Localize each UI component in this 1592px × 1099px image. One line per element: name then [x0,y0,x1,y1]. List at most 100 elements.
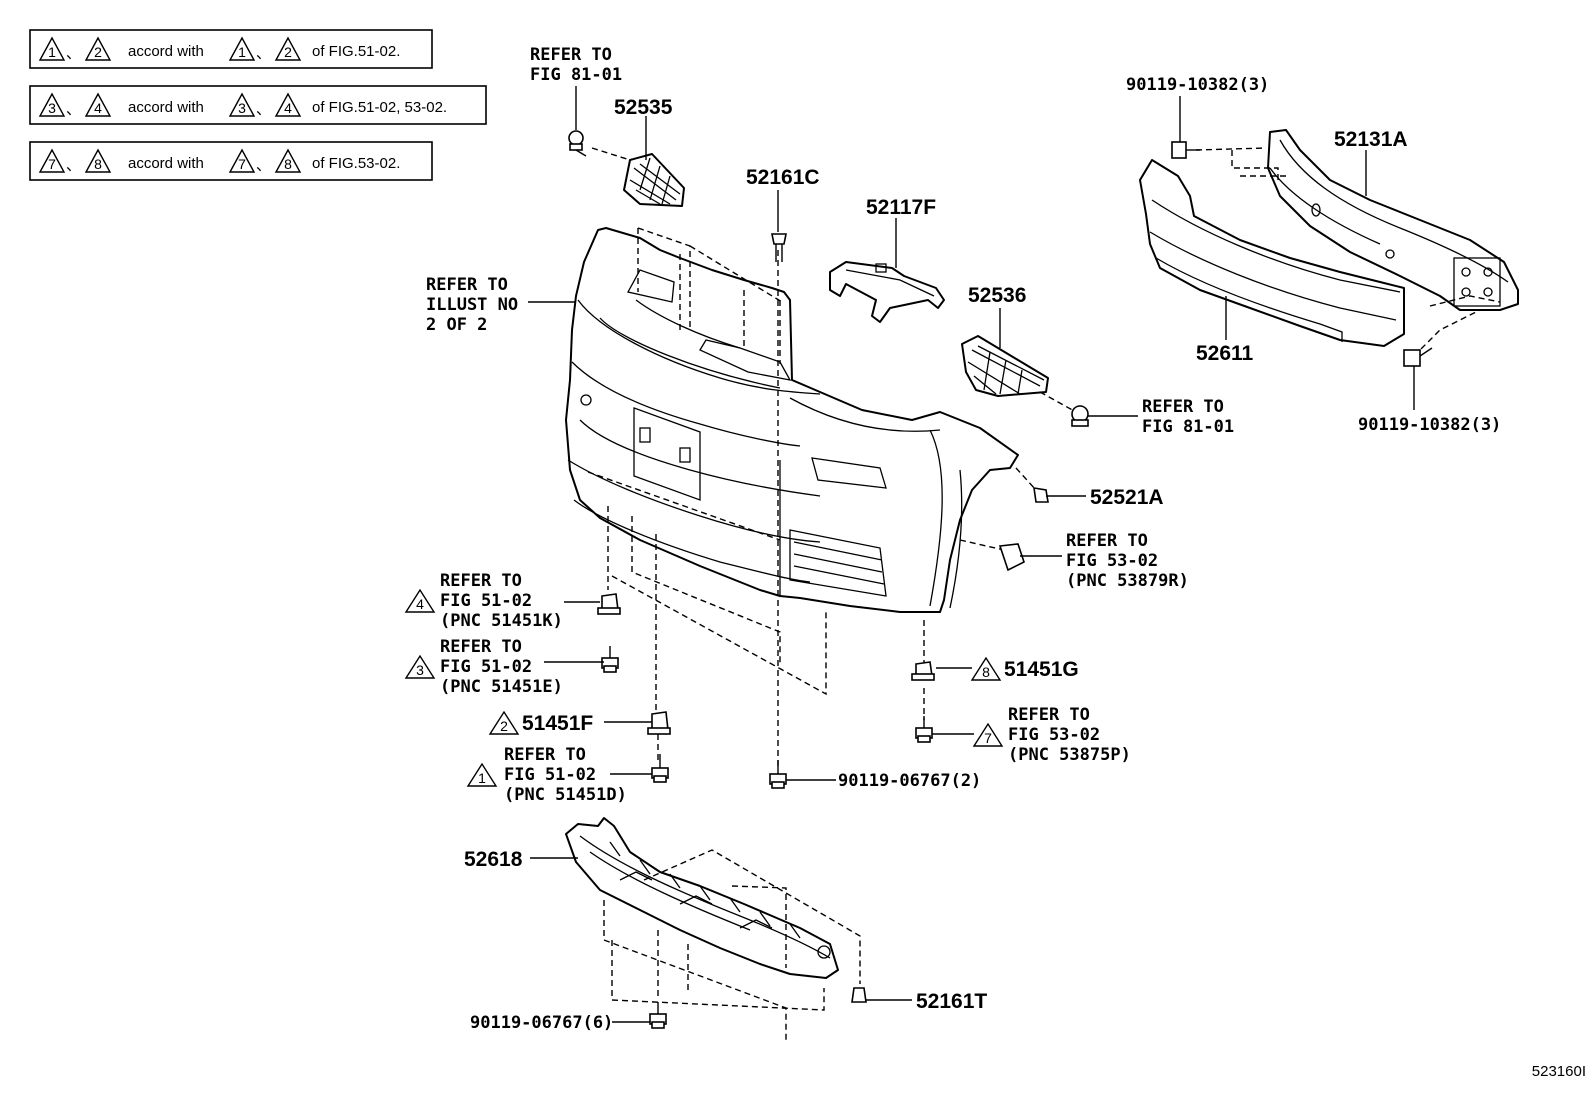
bolt-icon [601,646,619,673]
warning-triangle-icon: 1 [466,762,498,787]
refer-label: (PNC 51451E) [440,677,563,697]
refer-label: REFER TO [504,745,586,765]
guide-lines [591,147,1501,1040]
part-number: 90119-06767(6) [470,1013,613,1033]
part-number: 52161C [746,166,820,189]
svg-text:3: 3 [416,662,424,678]
refer-label: REFER TO [1008,705,1090,725]
nut-icon [998,543,1025,572]
note-text: accord with [128,99,204,116]
part-number: 52618 [464,848,523,871]
note-tri: 1 [48,44,56,60]
part-number: 52535 [614,96,673,119]
part-number: 90119-06767(2) [838,771,981,791]
svg-text:1: 1 [478,770,486,786]
labels: REFER TO FIG 81-01 52535 52161C 52117F 9… [426,45,1586,1080]
refer-label: FIG 81-01 [1142,417,1234,437]
refer-label: (PNC 53875P) [1008,745,1131,765]
note-text: accord with [128,155,204,172]
refer-label: REFER TO [426,275,508,295]
note-tri: 3 [238,100,246,116]
note-tri: 1 [238,44,246,60]
part-number: 52161T [916,990,987,1013]
note-tri: 4 [94,100,102,116]
warning-triangle-icon: 3 [404,654,436,679]
reinforcement-52131A [1267,129,1519,311]
refer-label: FIG 51-02 [504,765,596,785]
part-number: 52131A [1334,128,1408,151]
clip-icon [851,987,867,1003]
refer-label: REFER TO [1142,397,1224,417]
clip-icon [1033,487,1049,503]
part-number: 52117F [866,196,936,219]
clip-nut-icon [647,711,671,735]
refer-label: FIG 53-02 [1008,725,1100,745]
refer-label: FIG 51-02 [440,657,532,677]
bracket-52117F [829,261,945,323]
note-tri: 8 [94,156,102,172]
bumper-cover [565,227,1019,613]
clip-nut-icon [597,593,621,615]
clip-nut-icon [911,661,935,681]
svg-text:、: 、 [256,45,271,62]
note-box-3: 7 、 8 accord with 7 、 8 of FIG.53-02. [29,141,433,181]
warning-triangle-icon: 4 [404,588,436,613]
refer-label: FIG 51-02 [440,591,532,611]
bolt-icon [915,716,933,743]
screw-icon [1071,405,1089,427]
warning-triangle-icon: 7 [972,722,1004,747]
svg-text:、: 、 [256,157,271,174]
warning-triangle-icon: 2 [488,710,520,735]
note-tri: 4 [284,100,292,116]
refer-label: 2 OF 2 [426,315,487,335]
screw-icon [568,130,587,157]
part-number: 52611 [1196,342,1254,365]
note-tri: 7 [48,156,56,172]
triangle-markers: 4 3 8 2 7 1 [404,588,1004,787]
refer-label: (PNC 51451D) [504,785,627,805]
bracket-52535 [623,153,685,207]
refer-label: REFER TO [440,637,522,657]
note-tri: 3 [48,100,56,116]
part-number: 90119-10382(3) [1358,415,1501,435]
warning-triangle-icon: 8 [970,656,1002,681]
part-number: 51451F [522,712,593,735]
refer-label: (PNC 53879R) [1066,571,1189,591]
under-cover-52618 [565,817,839,979]
refer-label: REFER TO [440,571,522,591]
refer-label: REFER TO [530,45,612,65]
part-number: 52521A [1090,486,1164,509]
svg-text:、: 、 [66,157,81,174]
refer-label: (PNC 51451K) [440,611,563,631]
fasteners [568,130,1433,1029]
bolt-icon [1171,141,1200,159]
note-tri: 2 [94,44,102,60]
refer-label: REFER TO [1066,531,1148,551]
svg-text:7: 7 [984,730,992,746]
figure-id: 523160I [1532,1063,1586,1080]
note-tri: 2 [284,44,292,60]
refer-label: ILLUST NO [426,295,518,315]
svg-text:4: 4 [416,596,424,612]
part-number: 52536 [968,284,1026,307]
absorber-52611 [1139,159,1405,347]
note-text: accord with [128,43,204,60]
bolt-icon [651,754,669,783]
refer-label: FIG 53-02 [1066,551,1158,571]
note-ref: of FIG.51-02. [312,43,400,60]
note-ref: of FIG.53-02. [312,155,400,172]
note-tri: 7 [238,156,246,172]
leader-lines [528,86,1415,1023]
bolt-icon [649,1002,667,1029]
svg-text:、: 、 [256,101,271,118]
svg-text:、: 、 [66,101,81,118]
note-box-1: 1 、 2 accord with 1 、 2 of FIG.51-02. [29,29,433,69]
note-box-2: 3 、 4 accord with 3 、 4 of FIG.51-02, 53… [29,85,487,125]
note-tri: 8 [284,156,292,172]
note-ref: of FIG.51-02, 53-02. [312,99,447,116]
svg-text:、: 、 [66,45,81,62]
part-number: 51451G [1004,658,1079,681]
bolt-icon [1403,347,1433,367]
svg-text:2: 2 [500,718,508,734]
